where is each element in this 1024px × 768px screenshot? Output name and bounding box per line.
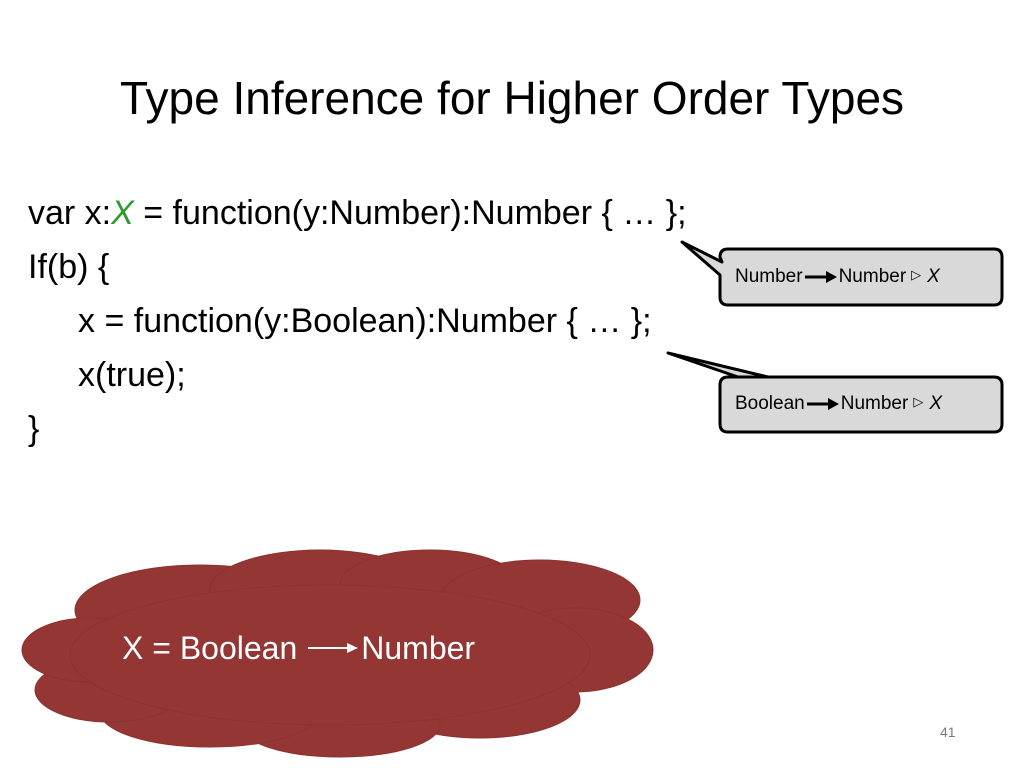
code-line-3-text: x = function(y:Boolean):Number { … }; <box>78 302 652 340</box>
code-line-1-suffix: = function(y:Number):Number { … }; <box>133 194 687 232</box>
arrow-right-icon <box>804 271 837 283</box>
callout-1-var: X <box>927 266 940 287</box>
callout-1-from: Number <box>735 266 803 287</box>
cloud-rhs: Number <box>361 630 476 666</box>
cloud-equation: X = Boolean Number <box>122 628 475 668</box>
code-block: var x:X = function(y:Number):Number { … … <box>28 186 687 456</box>
code-line-3: x = function(y:Boolean):Number { … }; <box>28 294 687 348</box>
callout-2-text: Boolean Number ▷ X <box>735 392 942 416</box>
subtype-triangle-icon: ▷ <box>913 394 924 409</box>
subtype-triangle-icon: ▷ <box>911 267 922 282</box>
callout-2-from: Boolean <box>735 393 805 414</box>
callout-2-var: X <box>929 393 942 414</box>
code-line-5: } <box>28 410 40 448</box>
code-line-4-text: x(true); <box>78 356 186 394</box>
slide-title: Type Inference for Higher Order Types <box>119 72 905 124</box>
page-number: 41 <box>940 724 956 740</box>
callout-1-shape <box>680 240 1004 307</box>
callout-2-shape <box>666 351 1004 434</box>
callout-2-to: Number <box>840 393 909 414</box>
code-line-4: x(true); <box>28 348 687 402</box>
cloud-shape <box>21 549 654 758</box>
arrow-right-icon <box>308 643 359 653</box>
callout-1-to: Number <box>838 266 907 287</box>
arrow-right-icon <box>806 398 839 410</box>
code-line-1-prefix: var x: <box>28 194 112 232</box>
callout-1-text: Number Number ▷ X <box>735 265 940 289</box>
type-variable-x: X <box>111 194 134 232</box>
code-line-2: If(b) { <box>28 248 110 286</box>
cloud-lhs: X = Boolean <box>122 630 298 666</box>
code-line-1: var x:X = function(y:Number):Number { … … <box>28 186 687 240</box>
